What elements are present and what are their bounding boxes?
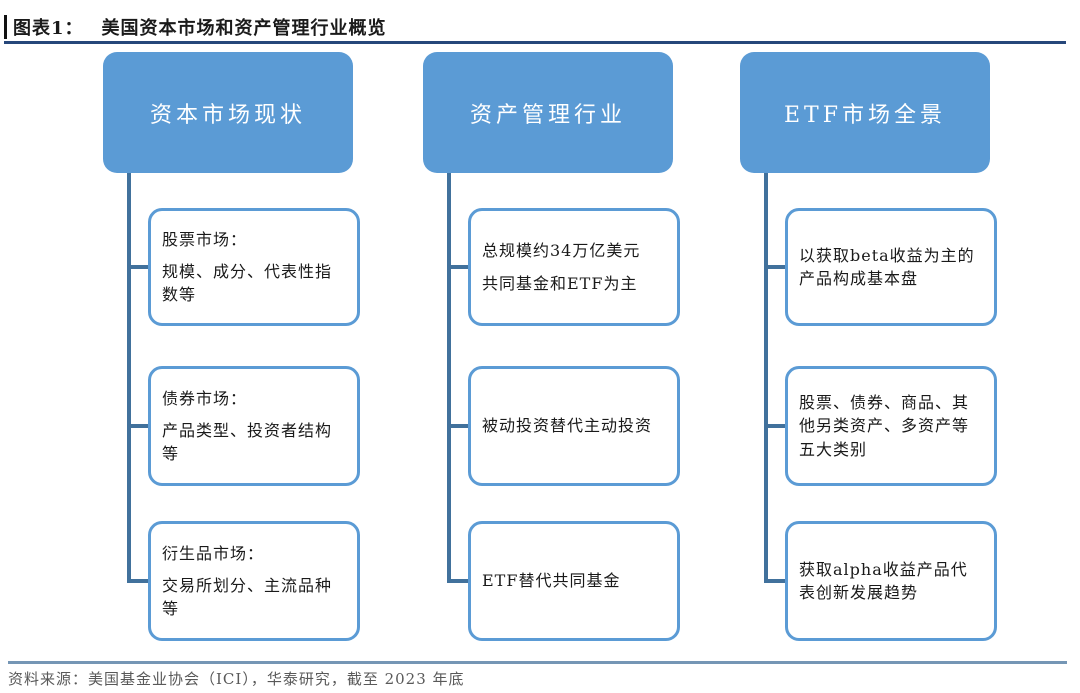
column-header-box: ETF市场全景 bbox=[740, 52, 990, 173]
item-heading: 股票市场： bbox=[162, 229, 248, 249]
column-etf-panorama: ETF市场全景 以获取beta收益为主的产品构成基本盘 股票、债券、商品、其他另… bbox=[740, 52, 1000, 652]
item-text: 产品类型、投资者结构等 bbox=[162, 420, 333, 464]
item-text: ETF替代共同基金 bbox=[482, 571, 621, 591]
connector-stub bbox=[127, 424, 150, 428]
connector-stub bbox=[764, 265, 787, 269]
connector-stub bbox=[764, 424, 787, 428]
item-box-passive-replaces-active: 被动投资替代主动投资 bbox=[468, 366, 680, 486]
item-text: 以获取beta收益为主的产品构成基本盘 bbox=[799, 245, 975, 288]
item-text: 交易所划分、主流品种等 bbox=[162, 575, 333, 619]
item-box-five-categories: 股票、债券、商品、其他另类资产、多资产等五大类别 bbox=[785, 366, 997, 486]
column-capital-markets: 资本市场现状 股票市场： 规模、成分、代表性指数等 债券市场： 产品类型、投资者… bbox=[103, 52, 363, 652]
footer-rule bbox=[8, 661, 1067, 664]
connector-stub bbox=[447, 424, 470, 428]
item-heading: 债券市场： bbox=[162, 388, 248, 408]
connector-vertical-line bbox=[127, 173, 131, 583]
connector-stub bbox=[764, 579, 787, 583]
connector-stub bbox=[447, 579, 470, 583]
figure-title: 美国资本市场和资产管理行业概览 bbox=[101, 18, 387, 39]
item-box-alpha-products: 获取alpha收益产品代表创新发展趋势 bbox=[785, 521, 997, 641]
figure-label: 图表1： bbox=[13, 18, 84, 39]
source-note: 资料来源：美国基金业协会（ICI），华泰研究，截至 2023 年底 bbox=[8, 670, 465, 688]
item-text: 获取alpha收益产品代表创新发展趋势 bbox=[799, 559, 968, 602]
connector-vertical-line bbox=[764, 173, 768, 583]
item-text: 规模、成分、代表性指数等 bbox=[162, 261, 333, 305]
connector-stub bbox=[127, 579, 150, 583]
figure-title-row: 图表1： 美国资本市场和资产管理行业概览 bbox=[4, 13, 387, 41]
item-text: 共同基金和ETF为主 bbox=[482, 273, 638, 293]
title-rule bbox=[4, 41, 1066, 44]
column-header-box: 资产管理行业 bbox=[423, 52, 673, 173]
title-left-bar bbox=[4, 15, 7, 39]
connector-vertical-line bbox=[447, 173, 451, 583]
connector-stub bbox=[447, 265, 470, 269]
column-header-box: 资本市场现状 bbox=[103, 52, 353, 173]
item-box-bond-market: 债券市场： 产品类型、投资者结构等 bbox=[148, 366, 360, 486]
item-box-beta-products: 以获取beta收益为主的产品构成基本盘 bbox=[785, 208, 997, 326]
item-text: 股票、债券、商品、其他另类资产、多资产等五大类别 bbox=[799, 393, 970, 459]
column-asset-management: 资产管理行业 总规模约34万亿美元 共同基金和ETF为主 被动投资替代主动投资 … bbox=[423, 52, 683, 652]
item-text: 被动投资替代主动投资 bbox=[482, 416, 653, 436]
item-box-etf-replaces-mutual-funds: ETF替代共同基金 bbox=[468, 521, 680, 641]
item-heading: 总规模约34万亿美元 bbox=[482, 241, 641, 261]
item-box-stock-market: 股票市场： 规模、成分、代表性指数等 bbox=[148, 208, 360, 326]
item-box-total-scale: 总规模约34万亿美元 共同基金和ETF为主 bbox=[468, 208, 680, 326]
item-box-derivatives-market: 衍生品市场： 交易所划分、主流品种等 bbox=[148, 521, 360, 641]
item-heading: 衍生品市场： bbox=[162, 543, 265, 563]
connector-stub bbox=[127, 265, 150, 269]
